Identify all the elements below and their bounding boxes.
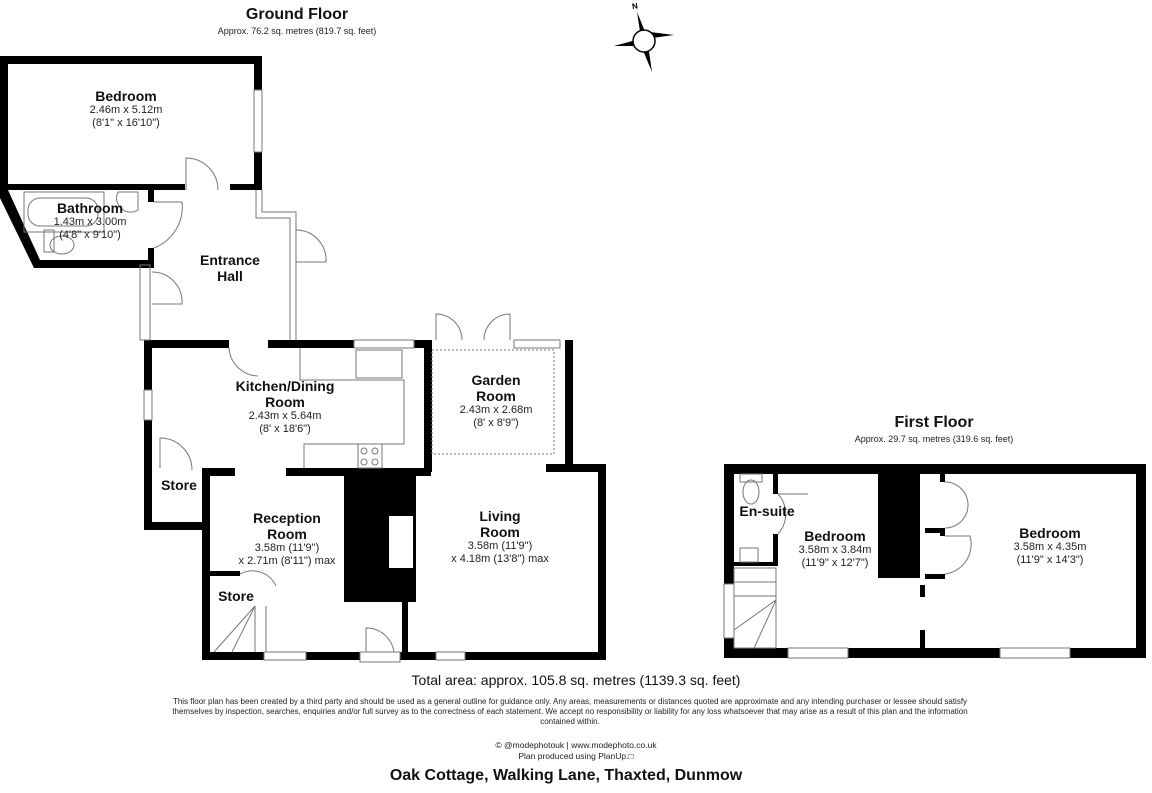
disclaimer-text: This floor plan has been created by a th… [172, 697, 968, 726]
total-area: Total area: approx. 105.8 sq. metres (11… [411, 672, 741, 688]
first-floor-area: Approx. 29.7 sq. metres (319.6 sq. feet) [854, 434, 1014, 444]
ground-floor-area: Approx. 76.2 sq. metres (819.7 sq. feet) [217, 26, 377, 36]
room-kitchen-dining: Kitchen/Dining Room 2.43m x 5.64m (8' x … [235, 378, 335, 435]
room-garden-room: Garden Room 2.43m x 2.68m (8' x 8'9") [459, 372, 533, 429]
first-floor-title: First Floor [894, 414, 974, 431]
room-bedroom-ground: Bedroom 2.46m x 5.12m (8'1" x 16'10") [89, 88, 163, 129]
room-store-ground: Store [161, 477, 197, 493]
planup-credit: Plan produced using PlanUp.□ [518, 751, 634, 761]
room-bathroom: Bathroom 1.43m x 3.00m (4'8" x 9'10") [53, 200, 127, 241]
room-reception-room: Reception Room 3.58m (11'9") x 2.71m (8'… [238, 510, 336, 567]
property-address: Oak Cottage, Walking Lane, Thaxted, Dunm… [389, 767, 743, 784]
credit-line: © @modephotouk | www.modephoto.co.uk [495, 740, 657, 750]
room-bedroom-first-1: Bedroom 3.58m x 3.84m (11'9" x 12'7") [798, 528, 872, 569]
room-entrance-hall: Entrance Hall [200, 252, 260, 285]
room-bedroom-first-2: Bedroom 3.58m x 4.35m (11'9" x 14'3") [1013, 525, 1087, 566]
compass-north-label: N [631, 1, 638, 11]
compass-rose-icon: N [612, 0, 676, 76]
room-living-room: Living Room 3.58m (11'9") x 4.18m (13'8"… [451, 508, 549, 565]
ground-floor-title: Ground Floor [245, 6, 349, 23]
room-store-under-stairs: Store [218, 588, 254, 604]
room-en-suite: En-suite [739, 503, 795, 519]
